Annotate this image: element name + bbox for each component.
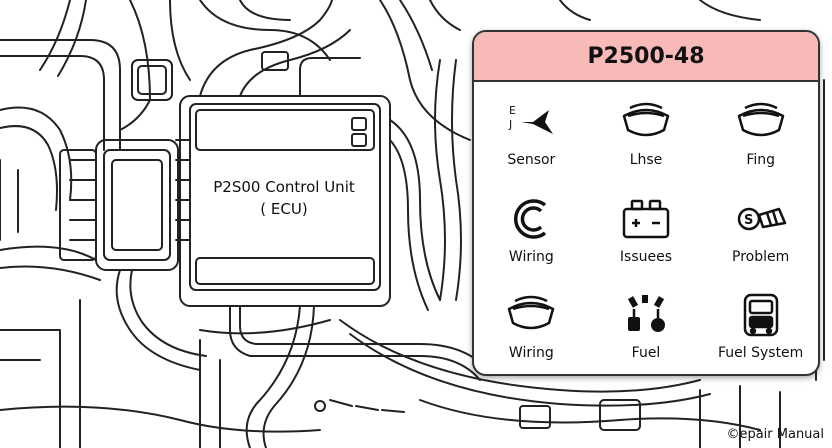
grid-item-sensor[interactable]: E J Sensor <box>474 84 589 181</box>
grid-item-label: Wiring <box>508 248 554 265</box>
grid-item-fuel-system[interactable]: Fuel System <box>703 277 818 374</box>
panel-title: P2500-48 <box>474 32 818 82</box>
grid-item-fing[interactable]: Fing <box>703 84 818 181</box>
cause-grid: E J Sensor Lhse <box>474 84 818 374</box>
svg-text:S: S <box>744 213 753 228</box>
bowl-icon <box>737 102 784 137</box>
grid-item-fuel[interactable]: Fuel <box>589 277 704 374</box>
footer-credit: ©epair Manual <box>726 427 824 442</box>
svg-text:E: E <box>509 104 516 117</box>
ecu-label-line-2: ( ECU) <box>260 200 308 218</box>
grid-item-wiring[interactable]: Wiring <box>474 181 589 278</box>
fuel-system-icon <box>743 294 778 337</box>
grid-item-label: Lhse <box>629 152 663 168</box>
svg-text:J: J <box>508 118 512 131</box>
diagnostic-code-panel: P2500-48 E J Sensor Lhse <box>472 30 820 376</box>
sensor-icon: E J <box>508 104 554 134</box>
grid-item-label: Fuel System <box>717 345 804 362</box>
grid-item-label: Fuel <box>631 345 661 362</box>
grid-item-label: Problem <box>732 248 790 265</box>
grid-item-problem[interactable]: S Problem <box>703 181 818 278</box>
grid-item-label: Wiring <box>508 345 554 362</box>
connector-icon: S <box>737 207 786 230</box>
bowl-icon <box>508 296 555 330</box>
wiring-icon <box>514 198 547 239</box>
grid-item-label: Issuees <box>619 248 673 265</box>
grid-item-issuees[interactable]: Issuees <box>589 181 704 278</box>
ecu-label-line-1: P2S00 Control Unit <box>213 178 355 196</box>
grid-item-label: Fing <box>746 152 775 168</box>
bowl-icon <box>622 102 670 137</box>
battery-icon <box>622 199 670 238</box>
fuel-icon <box>627 295 665 333</box>
grid-item-label: Sensor <box>507 152 556 168</box>
grid-item-lhse[interactable]: Lhse <box>589 84 704 181</box>
grid-item-wiring-2[interactable]: Wiring <box>474 277 589 374</box>
